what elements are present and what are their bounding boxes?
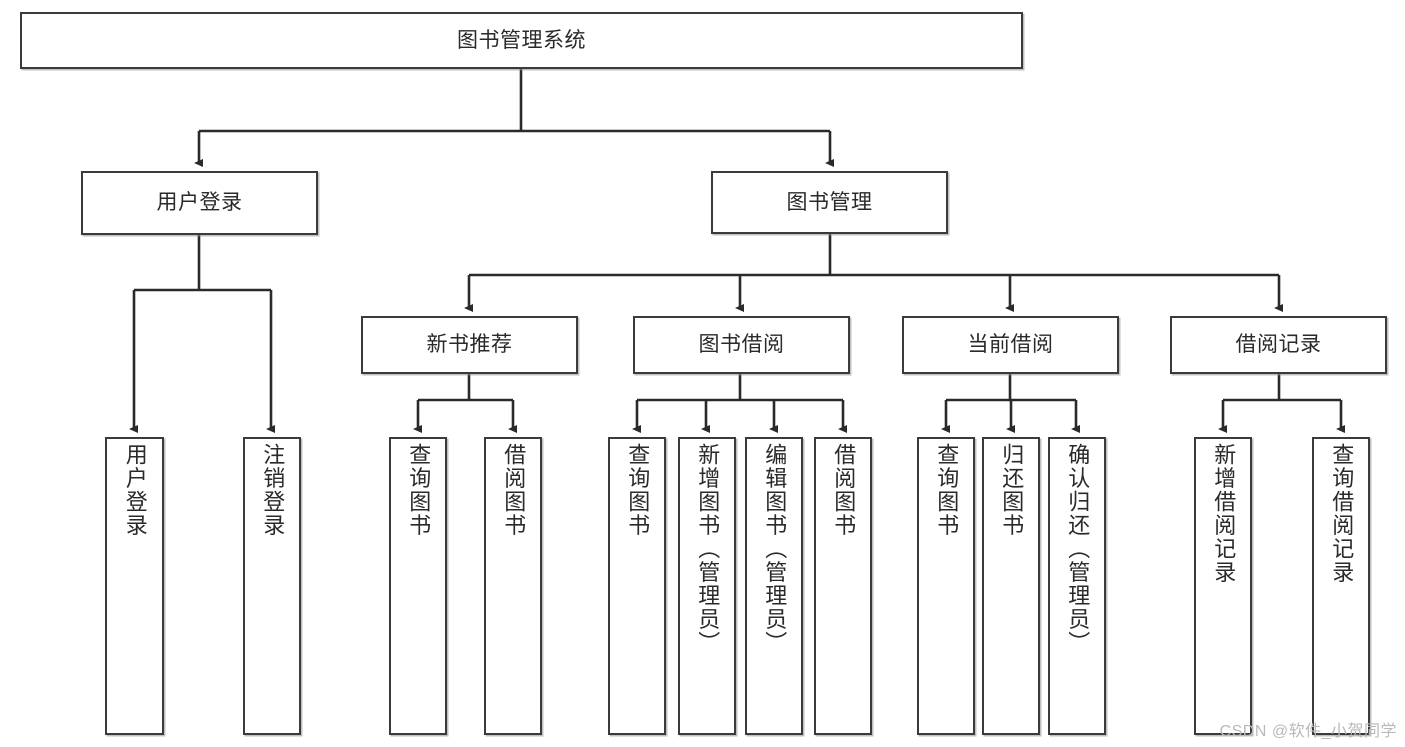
node-book-borrow[interactable]: 图书借阅 — [633, 316, 850, 374]
node-label: 图书借阅 — [698, 333, 785, 357]
node-label: 注销登录 — [260, 443, 286, 537]
leaf-record-query[interactable]: 查询借阅记录 — [1312, 437, 1370, 735]
leaf-current-confirm-return-admin[interactable]: 确认归还（管理员） — [1048, 437, 1106, 735]
node-current-borrow[interactable]: 当前借阅 — [902, 316, 1119, 374]
leaf-record-add[interactable]: 新增借阅记录 — [1194, 437, 1252, 735]
node-label: 借阅记录 — [1235, 333, 1322, 357]
node-label: 当前借阅 — [967, 333, 1054, 357]
node-label: 编辑图书（管理员） — [762, 443, 788, 655]
leaf-user-login-signout[interactable]: 注销登录 — [243, 437, 301, 735]
node-label: 图书管理系统 — [457, 28, 586, 52]
node-label: 借阅图书 — [501, 443, 527, 537]
leaf-current-return-book[interactable]: 归还图书 — [982, 437, 1040, 735]
leaf-borrow-add-book-admin[interactable]: 新增图书（管理员） — [678, 437, 736, 735]
watermark: CSDN @软件_小贺同学 — [1219, 723, 1397, 740]
node-label: 查询借阅记录 — [1329, 443, 1355, 584]
node-label: 查询图书 — [406, 443, 432, 537]
node-label: 查询图书 — [934, 443, 960, 537]
leaf-current-query-book[interactable]: 查询图书 — [917, 437, 975, 735]
node-root-system[interactable]: 图书管理系统 — [20, 12, 1023, 69]
leaf-new-book-query[interactable]: 查询图书 — [389, 437, 447, 735]
node-label: 新增借阅记录 — [1211, 443, 1237, 584]
leaf-borrow-edit-book-admin[interactable]: 编辑图书（管理员） — [745, 437, 803, 735]
node-label: 归还图书 — [999, 443, 1025, 537]
node-label: 确认归还（管理员） — [1065, 443, 1091, 655]
leaf-borrow-query-book[interactable]: 查询图书 — [608, 437, 666, 735]
node-label: 用户登录 — [156, 191, 243, 215]
node-label: 新增图书（管理员） — [695, 443, 721, 655]
node-new-book-recommend[interactable]: 新书推荐 — [361, 316, 578, 374]
node-label: 查询图书 — [625, 443, 651, 537]
node-label: 用户登录 — [122, 443, 148, 537]
leaf-new-book-borrow[interactable]: 借阅图书 — [484, 437, 542, 735]
node-label: 新书推荐 — [426, 333, 513, 357]
node-borrow-record[interactable]: 借阅记录 — [1170, 316, 1387, 374]
node-book-management[interactable]: 图书管理 — [711, 171, 948, 234]
leaf-user-login-signin[interactable]: 用户登录 — [105, 437, 164, 735]
node-label: 图书管理 — [786, 190, 873, 214]
node-user-login[interactable]: 用户登录 — [81, 171, 318, 235]
node-label: 借阅图书 — [831, 443, 857, 537]
leaf-borrow-borrow-book[interactable]: 借阅图书 — [814, 437, 872, 735]
